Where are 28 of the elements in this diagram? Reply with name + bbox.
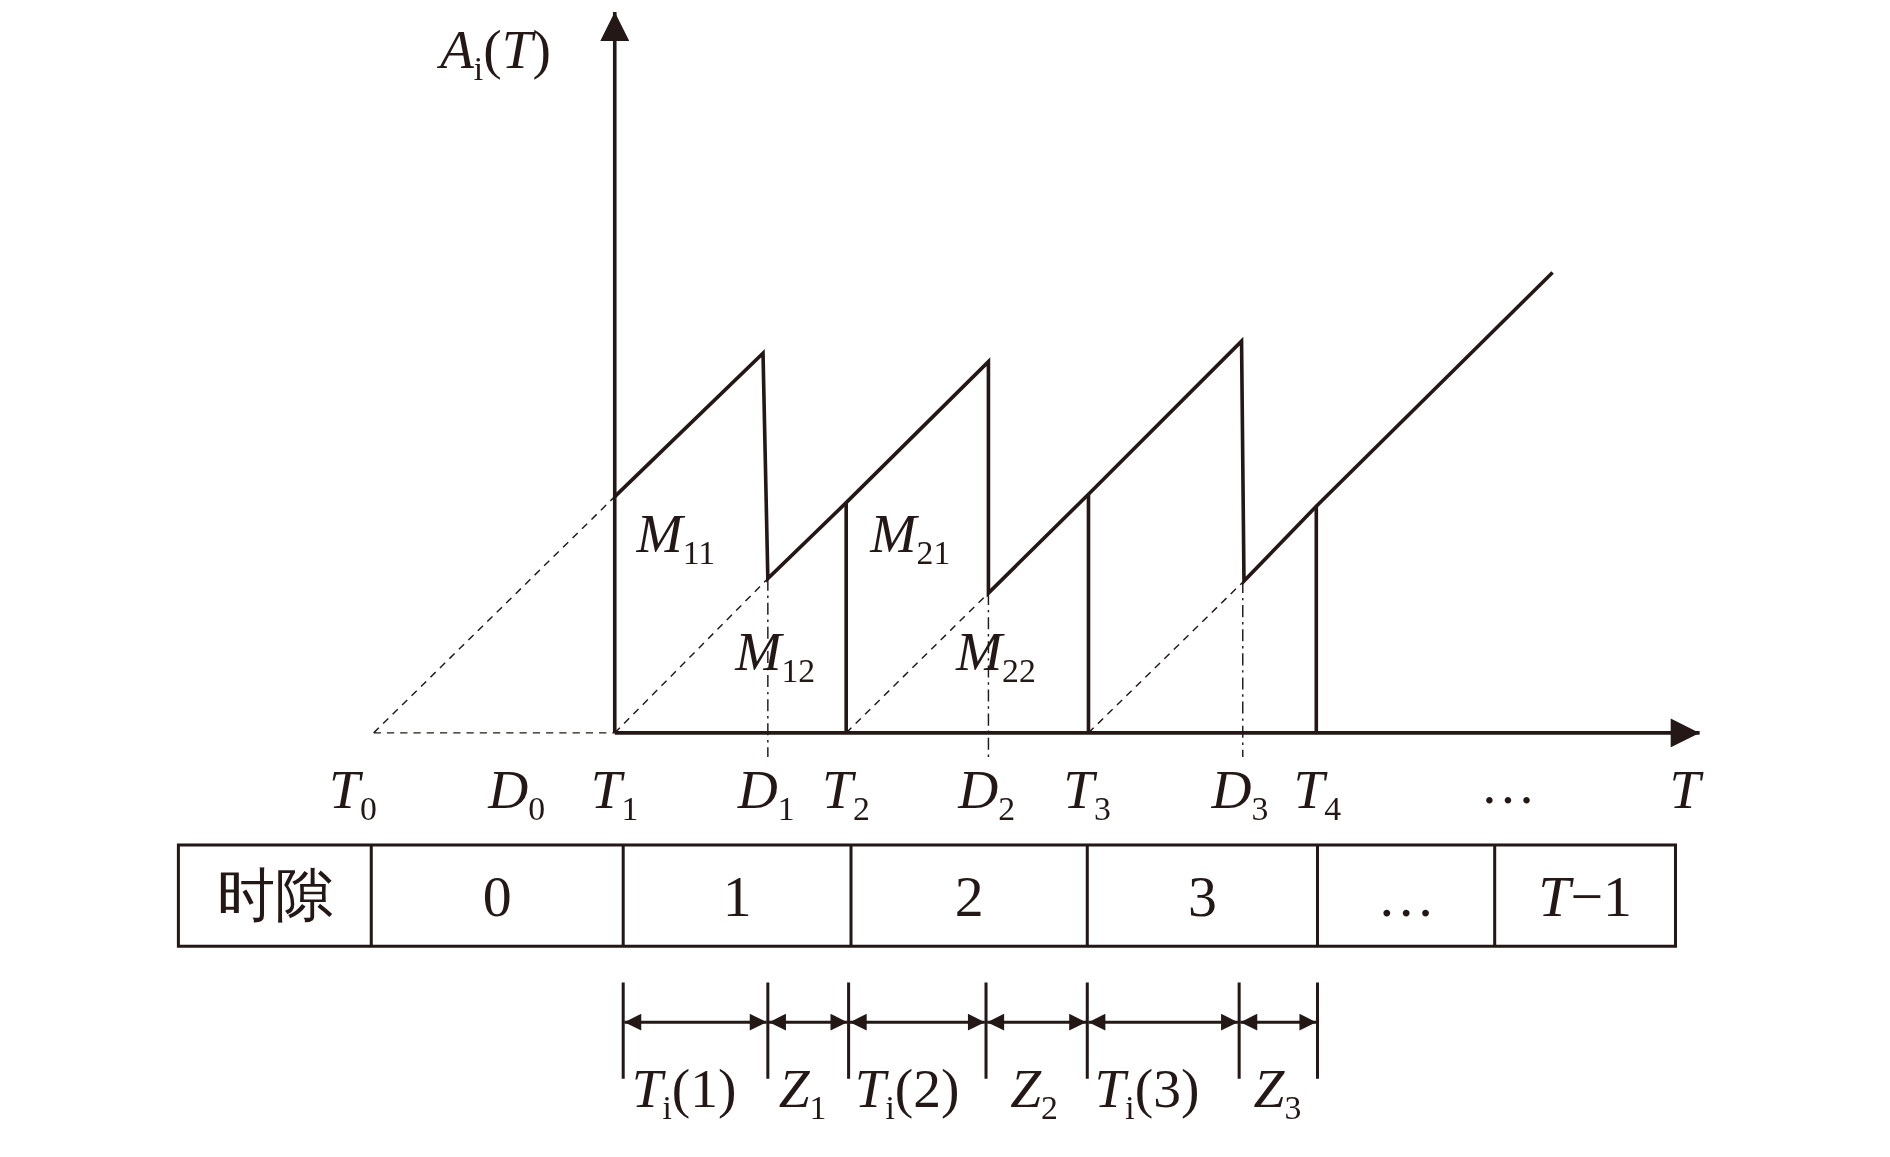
tick-label: T$_{1}$ bbox=[590, 761, 639, 826]
table-cell-text: 3 bbox=[1186, 862, 1218, 930]
tick-label: D$_{3}$ bbox=[1211, 761, 1269, 826]
dimension-label: T$_{i}$(2) bbox=[854, 1060, 960, 1125]
table-cell-text: 2 bbox=[953, 862, 985, 930]
table-cell-text: … bbox=[1376, 862, 1437, 930]
dimension-label: T$_{i}$(3) bbox=[1094, 1060, 1200, 1125]
curve-label: M$_{11}$ bbox=[636, 506, 716, 571]
table-cell-text: 时隙 bbox=[215, 862, 334, 929]
curve-label: M$_{21}$ bbox=[870, 506, 951, 571]
tick-label: T$_{0}$ bbox=[329, 761, 377, 826]
dimension-label: Z$_{3}$ bbox=[1253, 1060, 1302, 1125]
tick-label: T$_{3}$ bbox=[1063, 761, 1111, 826]
table-cell-text: T−1 bbox=[1537, 862, 1633, 930]
tick-label: D$_{2}$ bbox=[958, 761, 1016, 826]
tick-label: T$_{2}$ bbox=[822, 761, 870, 826]
curve-label: M$_{12}$ bbox=[735, 624, 816, 689]
dimension-label: T$_{i}$(1) bbox=[631, 1060, 737, 1125]
table-cell-text: 1 bbox=[721, 862, 753, 930]
tick-label: D$_{1}$ bbox=[737, 761, 795, 826]
curve-label: M$_{22}$ bbox=[955, 624, 1036, 689]
dimension-label: Z$_{2}$ bbox=[1010, 1060, 1058, 1125]
table-cell-text: 0 bbox=[481, 862, 513, 930]
tick-label: … bbox=[1480, 757, 1536, 813]
tick-label: T$_{4}$ bbox=[1293, 761, 1342, 826]
axis-label: A$_{i}$(T) bbox=[439, 21, 552, 86]
dimension-label: Z$_{1}$ bbox=[778, 1060, 827, 1125]
tick-label: D$_{0}$ bbox=[488, 761, 546, 826]
